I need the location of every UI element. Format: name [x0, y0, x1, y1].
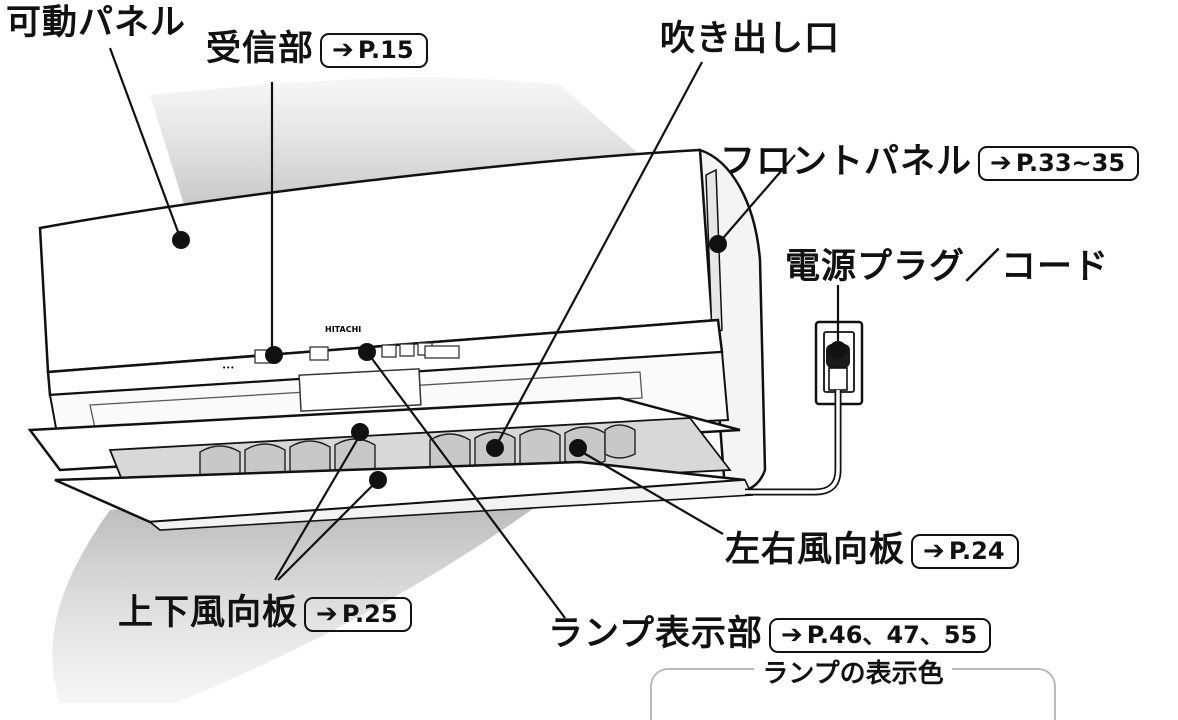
- marker-movable-panel: [172, 231, 190, 249]
- brand-logo: HITACHI: [325, 325, 361, 334]
- lamp-color-legend-box: ランプの表示色: [650, 659, 1056, 720]
- label-outlet: 吹き出し口: [660, 19, 841, 59]
- marker-lamp-display: [358, 343, 376, 361]
- arrow-right-icon: ➔: [923, 535, 945, 566]
- leader-lines: [108, 47, 840, 619]
- page-ref-front-panel: ➔P.33~35: [978, 145, 1140, 181]
- page-ref-receiver: ➔P.15: [320, 32, 428, 68]
- marker-lr-louver: [569, 439, 587, 457]
- arrow-right-icon: ➔: [780, 619, 803, 650]
- unit-top-panel: [38, 148, 720, 374]
- marker-front-panel: [709, 235, 727, 253]
- marker-outlet: [486, 439, 504, 457]
- label-lamp-display: ランプ表示部➔P.46、47、55: [548, 617, 992, 653]
- air-conditioner-diagram: ••• HITACHI: [27, 47, 864, 703]
- marker-ud-louver-lower: [369, 471, 387, 489]
- arrow-right-icon: ➔: [332, 34, 354, 65]
- label-power-plug: 電源プラグ／コード: [785, 247, 1110, 287]
- svg-text:•••: •••: [222, 364, 234, 372]
- page-ref-lr-louver: ➔P.24: [911, 533, 1019, 569]
- marker-receiver: [265, 346, 283, 364]
- label-receiver: 受信部➔P.15: [206, 32, 428, 68]
- legend-title: ランプの表示色: [754, 659, 952, 689]
- label-movable-panel: 可動パネル: [6, 3, 187, 43]
- label-lr-louver: 左右風向板➔P.24: [725, 533, 1019, 569]
- page-ref-ud-louver: ➔P.25: [304, 596, 412, 632]
- marker-power-plug: [829, 341, 847, 359]
- marker-dots: [172, 231, 847, 489]
- label-ud-louver: 上下風向板➔P.25: [118, 596, 412, 632]
- arrow-right-icon: ➔: [990, 147, 1012, 178]
- label-front-panel: フロントパネル➔P.33~35: [720, 145, 1140, 181]
- arrow-right-icon: ➔: [316, 598, 338, 629]
- marker-ud-louver-upper: [351, 423, 369, 441]
- page-ref-lamp-display: ➔P.46、47、55: [768, 617, 992, 653]
